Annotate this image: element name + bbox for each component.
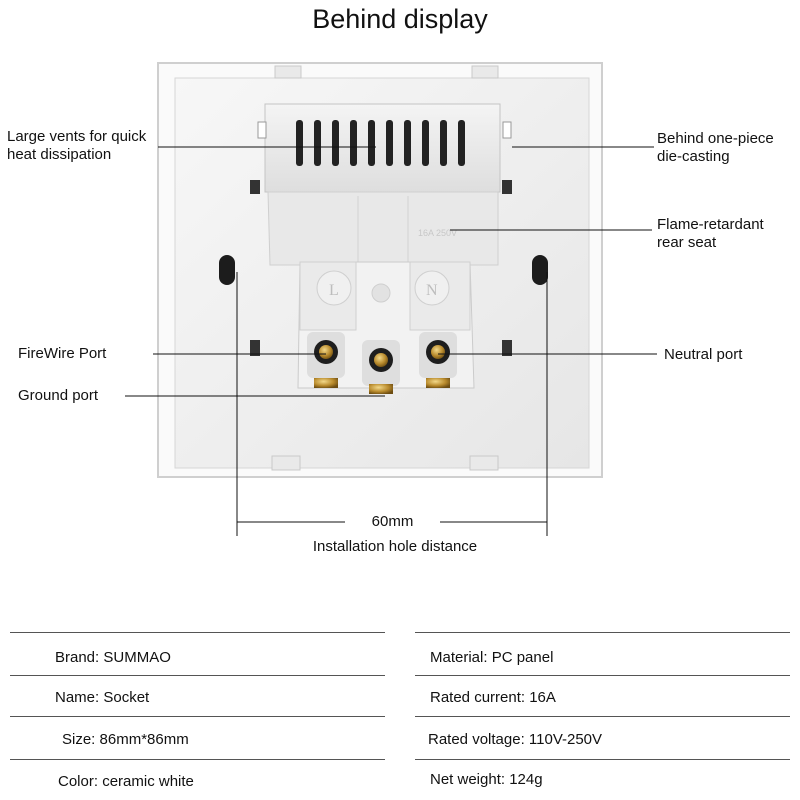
neutral-letter: N <box>426 282 438 299</box>
vents-callout: Large vents for quick heat dissipation <box>7 128 146 164</box>
page-title: Behind display <box>312 4 488 34</box>
spec-label: Rated voltage: <box>428 731 525 748</box>
spec-value: PC panel <box>491 649 554 666</box>
spec-value: 86mm*86mm <box>99 731 189 748</box>
spec-label: Brand: <box>55 649 100 666</box>
spec-label: Material: <box>430 649 488 666</box>
spec-rule <box>10 675 385 676</box>
spec-rule <box>415 675 790 676</box>
spec-rule <box>415 716 790 717</box>
spec-value: 110V-250V <box>528 731 603 748</box>
dimension-caption: Installation hole distance <box>312 538 478 555</box>
plate-tab <box>471 65 499 79</box>
ground-callout: Ground port <box>18 387 99 404</box>
die-casting-callout-line2: die-casting <box>657 148 730 165</box>
flame-callout: Flame-retardant rear seat <box>657 216 764 252</box>
firewire-terminal-screw <box>314 340 338 388</box>
rating-mark: 16A 250V <box>418 228 457 238</box>
die-casting-callout: Behind one-piece die-casting <box>657 130 774 166</box>
vent-notch <box>257 121 267 139</box>
spec-value: 124g <box>509 771 543 788</box>
live-marker <box>316 270 352 306</box>
mounting-hole-left <box>219 255 235 285</box>
spec-value: Socket <box>103 689 150 706</box>
spec-rule <box>10 759 385 760</box>
spec-rule <box>415 759 790 760</box>
dimension-lines <box>236 272 548 536</box>
spec-label: Rated current: <box>430 689 526 706</box>
neutral-callout: Neutral port <box>664 346 743 363</box>
neutral-terminal-screw <box>426 340 450 388</box>
spec-value: 16A <box>529 689 556 706</box>
spec-rule <box>10 716 385 717</box>
spec-label: Name: <box>55 689 100 706</box>
vent-notch <box>502 121 512 139</box>
spec-color: Color: ceramic white <box>58 773 194 790</box>
flame-callout-line2: rear seat <box>657 234 717 251</box>
firewire-callout: FireWire Port <box>18 345 107 362</box>
side-clips <box>250 180 512 356</box>
spec-rated-voltage: Rated voltage: 110V-250V <box>428 731 602 748</box>
spec-label: Net weight: <box>430 771 506 788</box>
spec-value: ceramic white <box>102 773 194 790</box>
spec-label: Color: <box>58 773 99 790</box>
die-casting-callout-line1: Behind one-piece <box>657 130 774 147</box>
spec-material: Material: PC panel <box>430 649 553 666</box>
ground-terminal-screw <box>369 348 393 394</box>
dimension-value: 60mm <box>371 513 414 530</box>
plate-tab <box>469 455 499 471</box>
live-letter: L <box>329 282 339 299</box>
spec-name: Name: Socket <box>55 689 149 706</box>
neutral-marker <box>414 270 450 306</box>
spec-label: Size: <box>62 731 96 748</box>
spec-net-weight: Net weight: 124g <box>430 771 543 788</box>
flame-callout-line1: Flame-retardant <box>657 216 764 233</box>
spec-size: Size: 86mm*86mm <box>62 731 189 748</box>
plate-tab <box>271 455 301 471</box>
spec-rule <box>415 632 790 633</box>
socket-rear-diagram: 16A 250V L N <box>125 62 657 536</box>
vent-slots <box>296 120 465 166</box>
spec-rule <box>10 632 385 633</box>
spec-rated-current: Rated current: 16A <box>430 689 556 706</box>
mounting-hole-right <box>532 255 548 285</box>
spec-value: SUMMAO <box>103 649 171 666</box>
vents-callout-line1: Large vents for quick <box>7 128 147 145</box>
spec-brand: Brand: SUMMAO <box>55 649 171 666</box>
plate-tab <box>274 65 302 79</box>
rear-seat <box>267 191 499 266</box>
vents-callout-line2: heat dissipation <box>7 146 112 163</box>
